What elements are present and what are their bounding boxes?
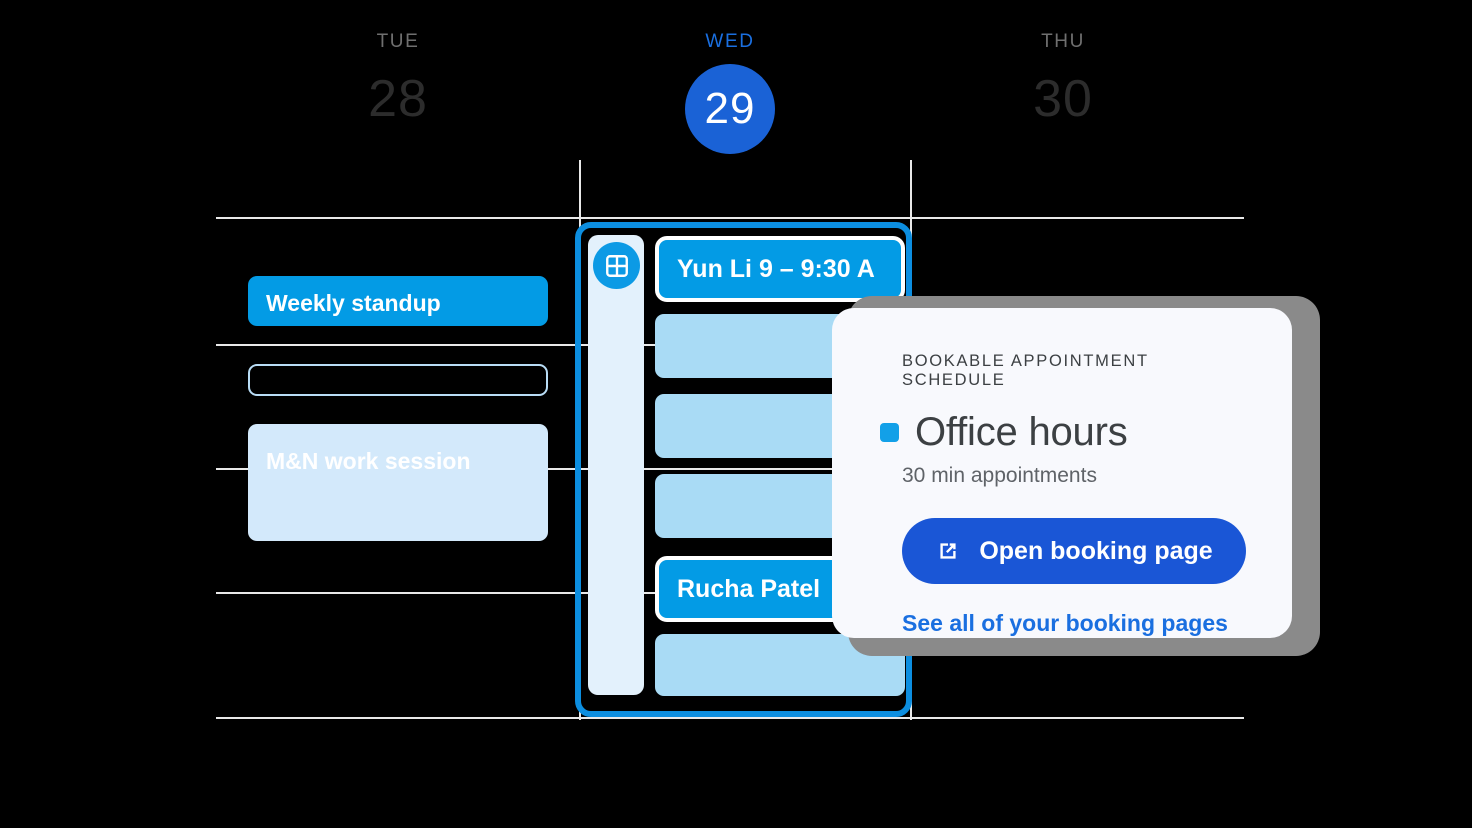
grid-icon[interactable] [593,242,640,289]
day-header-tue[interactable]: TUE 28 [298,32,498,125]
day-header-thu[interactable]: THU 30 [963,32,1163,125]
gridline-5 [216,717,1244,719]
popup-title-row: Office hours [880,412,1240,452]
popup-eyebrow: BOOKABLE APPOINTMENT SCHEDULE [902,352,1149,389]
day-name-thu: THU [1041,31,1085,52]
event-yun-li[interactable]: Yun Li 9 – 9:30 A [655,236,905,302]
popup-title: Office hours [915,410,1128,454]
external-link-icon [935,538,961,564]
event-weekly-standup[interactable]: Weekly standup [248,276,548,326]
calendar-color-swatch-icon [880,422,899,442]
event-empty-outline[interactable] [248,364,548,396]
day-number-thu: 30 [1033,70,1093,128]
event-title: Rucha Patel [677,574,821,603]
open-booking-page-label: Open booking page [979,536,1213,565]
day-header-wed[interactable]: WED 29 [630,32,830,154]
event-title: Weekly standup [266,290,441,316]
event-mn-work-session[interactable]: M&N work session [248,424,548,541]
day-number-tue: 28 [368,70,428,128]
gridline-1 [216,217,1244,219]
event-title: Yun Li 9 – 9:30 A [677,254,875,283]
popup-card-bookable-appointment: BOOKABLE APPOINTMENT SCHEDULE Office hou… [832,308,1292,638]
popup-subtitle: 30 min appointments [902,464,1097,487]
open-booking-page-button[interactable]: Open booking page [902,518,1246,584]
see-all-booking-pages-link[interactable]: See all of your booking pages [902,610,1228,636]
day-number-wed-badge: 29 [685,64,775,154]
gridline-3 [216,468,1244,470]
wednesday-availability-strip[interactable] [588,235,644,695]
day-name-tue: TUE [376,31,420,52]
day-name-wed: WED [705,31,755,52]
event-title: M&N work session [266,448,471,474]
